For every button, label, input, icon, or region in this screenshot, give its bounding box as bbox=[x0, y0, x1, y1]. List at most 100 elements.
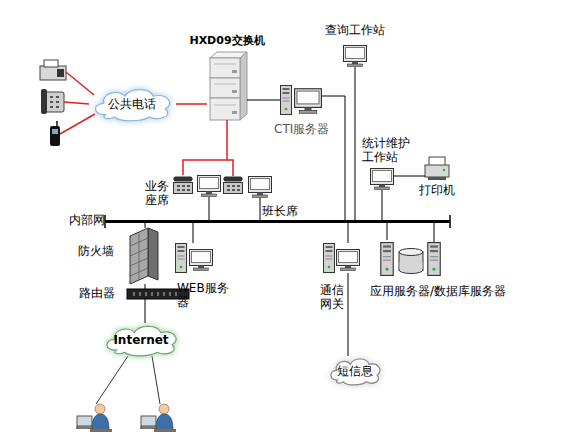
app-db-server-icon bbox=[428, 243, 440, 276]
phone-wire bbox=[60, 114, 95, 134]
firewall-node: 防火墙 bbox=[130, 228, 158, 284]
switch-cabinet-icon bbox=[232, 70, 237, 73]
query-workstation-icon bbox=[344, 46, 367, 67]
node-label: 查询工作站 bbox=[325, 23, 385, 37]
fax-icon bbox=[40, 66, 66, 80]
mobile-phone-icon bbox=[50, 121, 60, 146]
switch-cabinet-icon bbox=[210, 58, 240, 78]
network-link bbox=[145, 299, 146, 323]
phone-wire bbox=[64, 102, 89, 104]
network-link bbox=[183, 120, 227, 175]
cloud-node: 公共电话 bbox=[88, 86, 176, 122]
printer-icon bbox=[428, 177, 446, 180]
cloud-node: 短信息 bbox=[326, 356, 384, 386]
telephone-icon bbox=[41, 89, 64, 114]
telephone-icon bbox=[50, 101, 53, 103]
mobile-phone-icon bbox=[50, 126, 60, 146]
node-label: 内部网 bbox=[69, 213, 105, 227]
internet-user-icon bbox=[140, 404, 176, 432]
router-node: 路由器 bbox=[127, 289, 189, 299]
network-link bbox=[382, 190, 383, 220]
agent-seat-node: 业务 座席 bbox=[173, 175, 243, 197]
node-label: HXD09交换机 bbox=[175, 34, 279, 48]
web-server-icon bbox=[190, 250, 213, 271]
router-icon bbox=[140, 292, 141, 296]
switch-cabinet-icon bbox=[240, 52, 247, 120]
printer-icon bbox=[425, 165, 449, 177]
firewall-icon bbox=[139, 232, 140, 280]
node-label: 应用服务器/数据库服务器 bbox=[370, 284, 506, 298]
cti-server-icon bbox=[295, 89, 322, 114]
firewall-icon bbox=[130, 228, 158, 284]
node-label: 短信息 bbox=[326, 356, 384, 386]
app-db-server-icon bbox=[399, 249, 423, 256]
fax-icon bbox=[57, 69, 64, 77]
node-label: Internet bbox=[100, 323, 182, 357]
cti-server-icon bbox=[281, 86, 292, 115]
node-label: CTI服务器 bbox=[274, 122, 329, 136]
printer-icon bbox=[425, 157, 449, 180]
firewall-icon bbox=[148, 228, 158, 280]
telephone-icon bbox=[56, 106, 59, 108]
switch-cabinet-icon bbox=[214, 84, 236, 85]
server-node: CTI服务器 bbox=[280, 84, 322, 116]
telephone-icon bbox=[56, 96, 59, 98]
network-link bbox=[355, 67, 356, 220]
agent-seat-icon bbox=[198, 176, 221, 197]
gateway-icon bbox=[324, 244, 360, 273]
telephone-icon bbox=[41, 89, 47, 114]
mobile-phone-icon bbox=[56, 121, 58, 126]
firewall-icon bbox=[130, 228, 148, 284]
internet-user-icon bbox=[76, 404, 112, 432]
stats-workstation-icon bbox=[371, 169, 394, 190]
gateway-icon bbox=[337, 250, 360, 271]
switch-cabinet-icon bbox=[232, 111, 237, 114]
internet-user-wire bbox=[152, 356, 160, 404]
agent-phone-wire bbox=[227, 160, 233, 176]
server-node: 应用服务器/数据库服务器 bbox=[378, 240, 442, 276]
workstation-node: 统计维护 工作站 bbox=[370, 168, 394, 190]
stats-workstation-icon bbox=[371, 169, 394, 190]
router-icon bbox=[134, 292, 176, 296]
node-label: 班长席 bbox=[262, 204, 298, 218]
server-link-wire bbox=[434, 223, 435, 242]
phone-wire bbox=[60, 72, 95, 134]
supervisor-seat-node: 班长席 bbox=[248, 176, 272, 198]
supervisor-seat-icon bbox=[249, 177, 272, 198]
node-label: 业务 座席 bbox=[145, 179, 171, 207]
internet-user-icon bbox=[76, 404, 176, 432]
agent-seat-icon bbox=[174, 177, 193, 194]
web-server-icon bbox=[176, 244, 187, 273]
agent-seat-icon bbox=[174, 176, 243, 197]
node-label: 打印机 bbox=[419, 183, 455, 197]
cti-server-icon bbox=[281, 86, 322, 115]
web-server-icon bbox=[176, 244, 213, 273]
network-link bbox=[209, 197, 210, 220]
firewall-icon bbox=[130, 232, 148, 280]
node-label: 公共电话 bbox=[88, 86, 176, 122]
supervisor-seat-icon bbox=[249, 177, 272, 198]
workstation-node: 查询工作站 bbox=[343, 45, 367, 67]
printer-icon bbox=[443, 169, 445, 171]
agent-phone-wire bbox=[227, 160, 233, 176]
router-icon bbox=[152, 292, 153, 296]
router-icon bbox=[164, 292, 165, 296]
web-server-node: WEB服务 器 bbox=[175, 243, 213, 273]
switch-cabinet-icon bbox=[232, 90, 237, 93]
network-link bbox=[247, 100, 280, 101]
router-icon bbox=[170, 292, 171, 296]
internet-user-wire bbox=[96, 356, 128, 404]
agent-seat-icon bbox=[224, 177, 243, 194]
network-link bbox=[260, 198, 261, 220]
network-link bbox=[387, 223, 388, 240]
network-link bbox=[322, 96, 345, 220]
server-link-wire bbox=[434, 223, 435, 242]
telephone-icon bbox=[50, 106, 53, 108]
network-link bbox=[348, 273, 349, 356]
network-link bbox=[145, 223, 146, 228]
telephone-icon bbox=[56, 101, 59, 103]
node-label: 路由器 bbox=[79, 286, 115, 300]
router-icon bbox=[134, 292, 135, 296]
gateway-icon bbox=[324, 244, 335, 273]
